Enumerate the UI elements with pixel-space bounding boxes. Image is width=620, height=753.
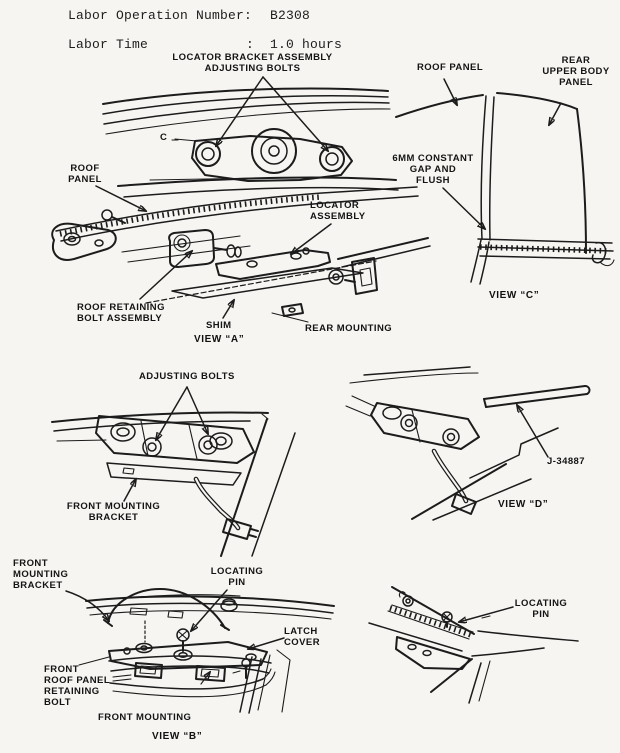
caption-view-a: VIEW “A”: [194, 334, 245, 345]
caption-view-d: VIEW “D”: [498, 499, 549, 510]
label-shim: SHIM: [206, 320, 232, 331]
caption-view-b: VIEW “B”: [152, 731, 203, 742]
view-a-artwork: [51, 185, 431, 323]
labor-time-value: 1.0 hours: [270, 37, 343, 52]
label-front-mounting-bracket-b: FRONT MOUNTING BRACKET: [13, 558, 69, 591]
label-locating-pin-right: LOCATING PIN: [514, 598, 568, 620]
label-tool-j34887: J-34887: [547, 456, 586, 467]
label-front-mounting-bracket-detail: FRONT MOUNTING BRACKET: [66, 501, 161, 523]
labor-time-colon: :: [246, 37, 255, 52]
label-rear-upper-body-panel: REAR UPPER BODY PANEL: [542, 55, 610, 88]
label-adjusting-bolts: ADJUSTING BOLTS: [139, 371, 235, 382]
view-c-artwork: [395, 78, 615, 285]
locating-pin-detail-artwork: [368, 586, 579, 704]
label-front-mounting: FRONT MOUNTING: [98, 712, 192, 723]
label-latch-cover: LATCH COVER: [284, 626, 321, 648]
label-section-c-mark: C: [160, 132, 168, 143]
label-front-roof-panel-retaining-bolt: FRONT ROOF PANEL RETAINING BOLT: [44, 664, 111, 708]
view-b-artwork: [65, 588, 335, 714]
label-locator-bracket-adjusting-bolts: LOCATOR BRACKET ASSEMBLY ADJUSTING BOLTS: [172, 52, 333, 74]
locator-bracket-illustration: [102, 76, 399, 198]
labor-time-label: Labor Time: [68, 37, 149, 52]
label-roof-retaining-bolt-assembly: ROOF RETAINING BOLT ASSEMBLY: [77, 302, 165, 324]
front-bracket-detail-artwork: [51, 386, 296, 557]
label-rear-mounting: REAR MOUNTING: [305, 323, 393, 334]
label-locating-pin-b: LOCATING PIN: [210, 566, 264, 588]
label-roof-panel-c: ROOF PANEL: [417, 62, 484, 73]
labor-operation-label: Labor Operation Number:: [68, 8, 253, 23]
view-d-artwork: [345, 366, 591, 521]
label-roof-panel-a: ROOF PANEL: [68, 163, 102, 185]
label-locator-assembly: LOCATOR ASSEMBLY: [310, 200, 366, 222]
label-6mm-constant-gap: 6MM CONSTANT GAP AND FLUSH: [392, 153, 474, 186]
caption-view-c: VIEW “C”: [489, 290, 540, 301]
labor-operation-value: B2308: [270, 8, 311, 23]
